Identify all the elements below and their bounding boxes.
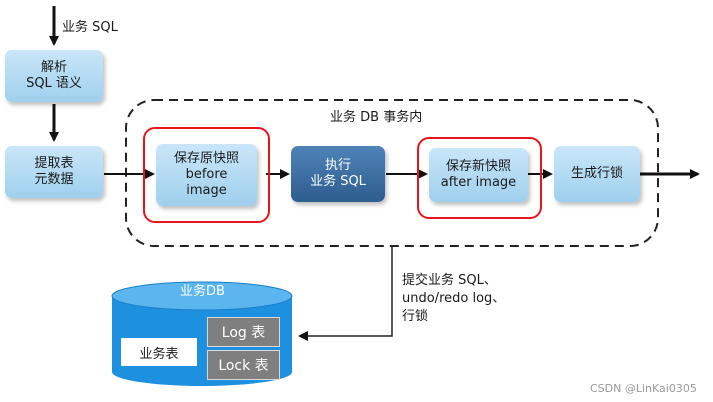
extract-metadata-box: 提取表 元数据 xyxy=(5,146,103,198)
database-title: 业务DB xyxy=(180,284,225,299)
row-lock-box: 生成行锁 xyxy=(554,146,640,202)
before-image-highlight xyxy=(143,127,270,223)
lock-table-box: Lock 表 xyxy=(207,350,280,380)
arrow-commit-to-db xyxy=(298,246,393,341)
business-table-box: 业务表 xyxy=(121,338,197,366)
after-image-highlight xyxy=(417,137,542,219)
watermark: CSDN @LinKai0305 xyxy=(590,382,697,395)
parse-sql-box: 解析 SQL 语义 xyxy=(5,50,103,102)
log-table-box: Log 表 xyxy=(207,317,280,347)
transaction-title: 业务 DB 事务内 xyxy=(330,110,423,125)
after-image-box: 保存新快照 after image xyxy=(429,148,528,202)
before-image-box: 保存原快照 before image xyxy=(156,144,257,206)
commit-note: 提交业务 SQL、 undo/redo log、 行锁 xyxy=(402,273,506,324)
execute-sql-box: 执行 业务 SQL xyxy=(291,146,385,202)
input-label: 业务 SQL xyxy=(62,20,118,35)
